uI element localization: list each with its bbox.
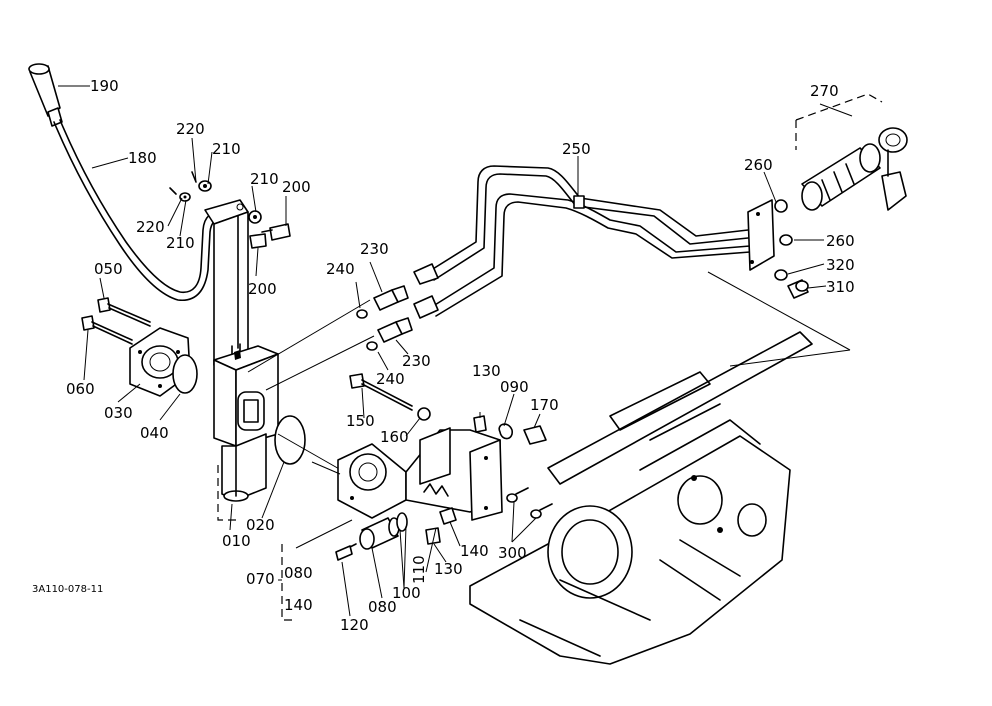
label-210-left: 210: [166, 234, 195, 252]
plug-310: [787, 279, 809, 299]
fitting-170: [523, 425, 547, 445]
pin-220: [169, 171, 197, 195]
label-020: 020: [246, 516, 275, 534]
label-320: 320: [826, 256, 855, 274]
label-210-top: 210: [212, 140, 241, 158]
lever-knob: [28, 63, 63, 127]
label-110: 110: [410, 555, 428, 584]
label-100: 100: [392, 584, 421, 602]
label-140-left: 140: [284, 596, 313, 614]
label-040: 040: [140, 424, 169, 442]
assembly-outline-010: [217, 465, 240, 521]
pin-120: [335, 545, 353, 561]
o-ring-020: [274, 415, 306, 465]
label-130-bottom: 130: [434, 560, 463, 578]
label-240-top: 240: [326, 260, 355, 278]
plug-140-a: [439, 507, 457, 525]
relief-valve-assembly: [343, 512, 408, 551]
label-200-top: 200: [282, 178, 311, 196]
label-090: 090: [500, 378, 529, 396]
label-180: 180: [128, 149, 157, 167]
label-080-left: 080: [284, 564, 313, 582]
label-160: 160: [380, 428, 409, 446]
coupler-bracket: [747, 199, 775, 271]
label-030: 030: [104, 404, 133, 422]
label-210-right: 210: [250, 170, 279, 188]
label-230-bottom: 230: [402, 352, 431, 370]
snap-ring-090: [498, 423, 513, 440]
label-170: 170: [530, 396, 559, 414]
label-260-top: 260: [744, 156, 773, 174]
label-270: 270: [810, 82, 839, 100]
fitting-230-b: [377, 295, 439, 343]
bolt-060: [81, 315, 133, 345]
cover-plate-300: [469, 439, 503, 521]
bolt-200-a: [261, 223, 291, 241]
bolts-300: [506, 487, 553, 519]
label-060: 060: [66, 380, 95, 398]
fitting-230-a: [373, 263, 439, 311]
figure-code: 3A110-078-11: [32, 584, 103, 595]
label-250: 250: [562, 140, 591, 158]
washer-210-b: [179, 192, 191, 202]
o-ring-040: [172, 354, 198, 394]
lever-rod: [53, 119, 227, 301]
washer-210-c: [248, 210, 262, 224]
plug-130-b: [425, 527, 441, 545]
transmission-housing: [469, 271, 851, 665]
label-140-right: 140: [460, 542, 489, 560]
label-240-bottom: 240: [376, 370, 405, 388]
label-200-bottom: 200: [248, 280, 277, 298]
label-130-top: 130: [472, 362, 501, 380]
plug-130-a: [473, 415, 487, 433]
label-300: 300: [498, 544, 527, 562]
bolt-200-b: [249, 233, 267, 249]
leader-lines: [58, 85, 853, 617]
label-070: 070: [246, 570, 275, 588]
control-valve-body: [213, 345, 279, 502]
label-050: 050: [94, 260, 123, 278]
part-labels: 190 180 220 210 220 210 210 200 200 050 …: [32, 77, 855, 634]
o-ring-260-b: [779, 234, 793, 246]
o-ring-240-b: [366, 341, 378, 351]
washer-160: [417, 407, 431, 421]
o-ring-260-a: [774, 199, 788, 213]
label-260-right: 260: [826, 232, 855, 250]
o-ring-240-a: [356, 309, 368, 319]
hydraulic-pipes: [427, 165, 751, 317]
label-150: 150: [346, 412, 375, 430]
bolt-050: [97, 297, 151, 327]
quick-coupler: [801, 143, 881, 211]
label-010: 010: [222, 532, 251, 550]
label-190: 190: [90, 77, 119, 95]
label-220-left: 220: [136, 218, 165, 236]
label-230-top: 230: [360, 240, 389, 258]
label-080-bottom: 080: [368, 598, 397, 616]
spring-110: [423, 483, 449, 497]
label-220-top: 220: [176, 120, 205, 138]
label-310: 310: [826, 278, 855, 296]
bolt-150: [349, 373, 413, 411]
label-120: 120: [340, 616, 369, 634]
washer-320: [774, 269, 788, 281]
washer-210-a: [198, 180, 212, 192]
dust-cap: [878, 127, 908, 211]
assembly-outline-070: [281, 544, 296, 621]
lever-bracket: [204, 199, 249, 366]
